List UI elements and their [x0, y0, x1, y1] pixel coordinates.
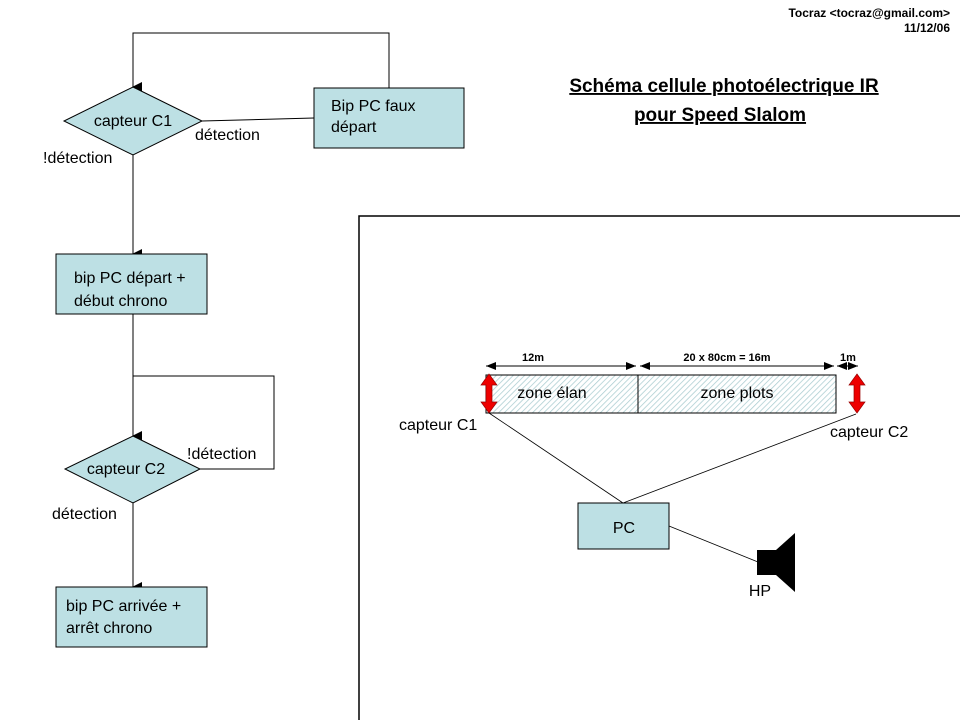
sensor-c1-label: capteur C1 [399, 417, 477, 434]
box-false-start-line-2: départ [331, 119, 377, 136]
edge-c2-nodetection-label: !détection [187, 446, 256, 463]
speaker-icon [757, 533, 795, 592]
box-finish-chrono [55, 586, 208, 648]
author-label: Tocraz <tocraz@gmail.com> [788, 6, 950, 20]
box-start-line-1: bip PC départ + [74, 270, 186, 287]
wire-c2-pc [622, 413, 857, 504]
loop-false-start-connector [132, 32, 390, 92]
decision-c1-label: capteur C1 [94, 113, 172, 130]
box-finish-line-2: arrêt chrono [66, 620, 152, 637]
sensor-c2-arrow-icon [848, 373, 866, 414]
speaker-label: HP [749, 583, 771, 600]
layout-panel-border [358, 215, 960, 720]
dim-end-label: 1m [840, 352, 856, 364]
dim-plots-label: 20 x 80cm = 16m [683, 352, 770, 364]
box-finish-line-1: bip PC arrivée + [66, 598, 181, 615]
sensor-c2-label: capteur C2 [830, 424, 908, 441]
decision-c2-label: capteur C2 [87, 461, 165, 478]
dim-elan-label: 12m [522, 352, 544, 364]
edge-c1-detection-label: détection [195, 127, 260, 144]
date-label: 11/12/06 [904, 21, 950, 35]
wire-c1-pc [488, 412, 624, 504]
edge-c1-nodetection-label: !détection [43, 150, 112, 167]
box-start-line-2: début chrono [74, 293, 168, 310]
title-line-1: Schéma cellule photoélectrique IR [569, 76, 879, 97]
zone-elan-rect [485, 374, 639, 414]
connector-c1-false-start [201, 117, 315, 122]
title-line-2: pour Speed Slalom [634, 105, 806, 126]
box-false-start-line-1: Bip PC faux [331, 98, 415, 115]
edge-c2-detection-label: détection [52, 506, 117, 523]
box-false-start [313, 87, 465, 149]
zone-elan-label: zone élan [517, 385, 586, 402]
loop-c2-connector [133, 375, 275, 470]
zone-plots-rect [637, 374, 837, 414]
box-start-chrono [55, 253, 208, 315]
zone-plots-label: zone plots [701, 385, 774, 402]
pc-box [577, 502, 670, 550]
pc-label: PC [613, 520, 635, 537]
wire-pc-speaker [668, 525, 759, 563]
